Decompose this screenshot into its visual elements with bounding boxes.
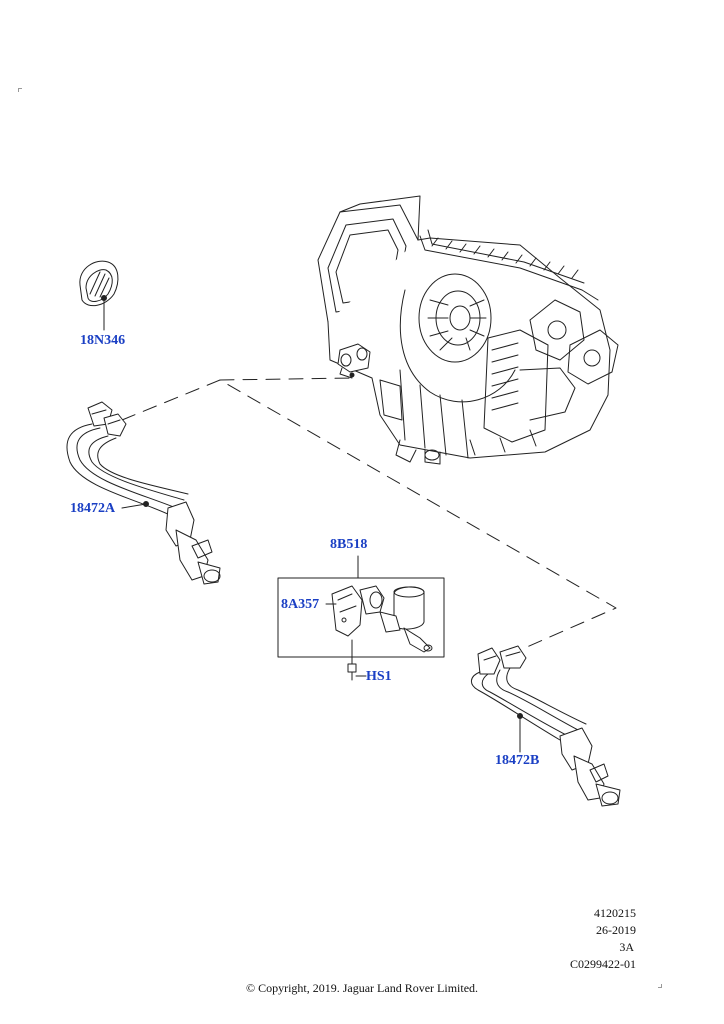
callout-18472b[interactable]: 18472B — [495, 753, 540, 768]
callout-18n346[interactable]: 18N346 — [80, 333, 126, 348]
corner-mark-top-left — [18, 88, 22, 92]
callout-8a357[interactable]: 8A357 — [281, 597, 320, 612]
copyright-notice: © Copyright, 2019. Jaguar Land Rover Lim… — [245, 981, 479, 995]
callout-18472a[interactable]: 18472A — [70, 501, 116, 516]
meta-line-3: 3A — [619, 940, 634, 954]
coolant-hose-b — [471, 645, 621, 807]
pump-assembly — [277, 555, 445, 681]
callout-hs1[interactable]: HS1 — [366, 669, 392, 684]
illustration-metadata: 4120215 26-2019 3A C0299422-01 — [570, 905, 636, 973]
connection-leaders — [121, 377, 617, 651]
callout-8b518[interactable]: 8B518 — [330, 537, 368, 552]
meta-line-4: C0299422-01 — [570, 957, 636, 971]
hvac-heater-unit — [317, 195, 619, 465]
meta-line-2: 26-2019 — [596, 923, 636, 937]
coolant-hose-a — [66, 401, 221, 585]
meta-line-1: 4120215 — [594, 906, 636, 920]
grommet-part — [79, 260, 119, 331]
